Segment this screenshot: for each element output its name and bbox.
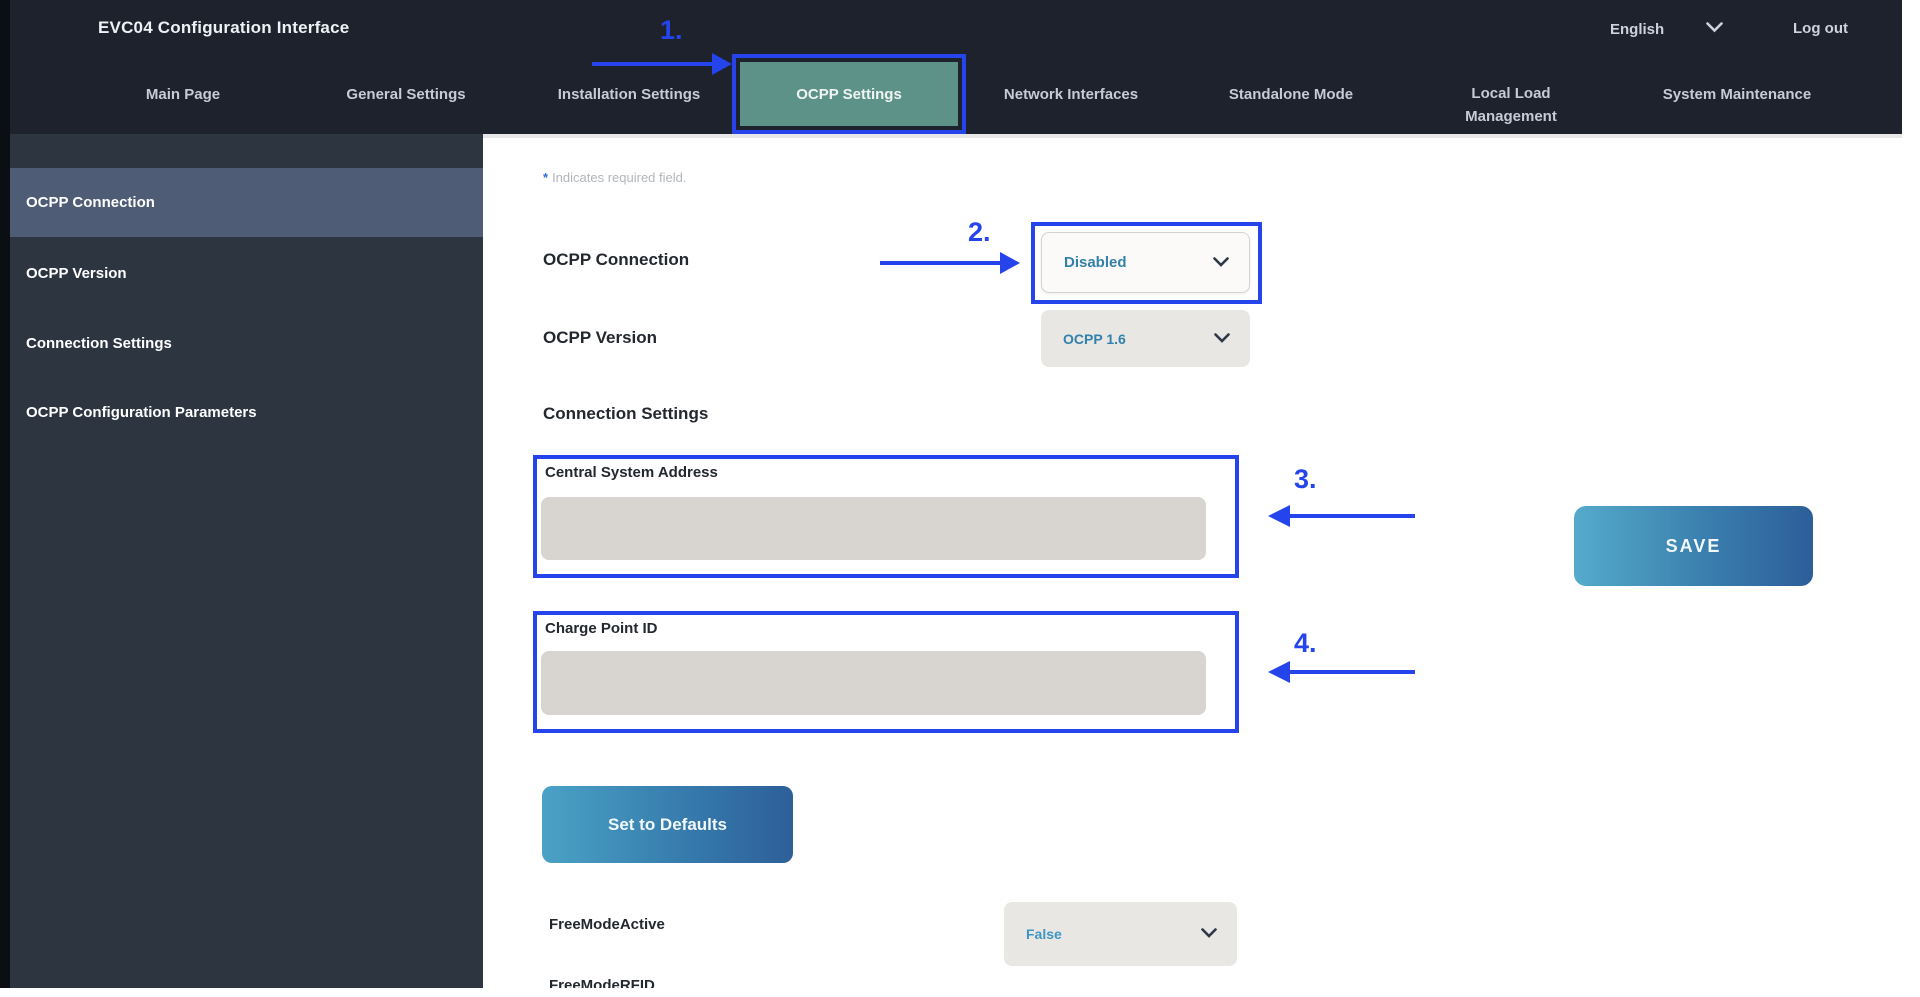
language-selector[interactable]: English xyxy=(1610,20,1723,38)
free-mode-active-select[interactable]: False xyxy=(1004,902,1237,966)
ocpp-version-value: OCPP 1.6 xyxy=(1063,330,1126,347)
app-title: EVC04 Configuration Interface xyxy=(98,18,350,37)
sidebar xyxy=(10,134,483,988)
required-asterisk: * xyxy=(543,170,549,185)
tab-standalone-mode[interactable]: Standalone Mode xyxy=(1228,86,1354,103)
charge-point-id-label: Charge Point ID xyxy=(545,620,658,637)
free-mode-active-label: FreeModeActive xyxy=(549,916,665,933)
free-mode-rfid-clipped-label: FreeModeRFID xyxy=(549,977,655,988)
tab-main-page[interactable]: Main Page xyxy=(145,86,221,103)
save-button[interactable]: SAVE xyxy=(1574,506,1813,586)
ocpp-version-label: OCPP Version xyxy=(543,328,658,347)
sidebar-item-connection-settings[interactable]: Connection Settings xyxy=(26,335,172,352)
free-mode-active-value: False xyxy=(1026,926,1062,942)
central-system-address-input[interactable] xyxy=(541,497,1206,560)
required-note-text: Indicates required field. xyxy=(552,170,687,185)
logout-button[interactable]: Log out xyxy=(1793,20,1848,37)
ocpp-connection-select[interactable]: Disabled xyxy=(1041,232,1250,293)
tab-ocpp-settings-highlight-box: OCPP Settings xyxy=(732,54,966,134)
sidebar-item-ocpp-version[interactable]: OCPP Version xyxy=(26,265,127,282)
chevron-down-icon xyxy=(1706,20,1723,38)
tab-system-maintenance[interactable]: System Maintenance xyxy=(1662,86,1812,103)
chevron-down-icon xyxy=(1201,925,1217,943)
central-system-address-label: Central System Address xyxy=(545,464,718,481)
charge-point-id-input[interactable] xyxy=(541,651,1206,715)
chevron-down-icon xyxy=(1214,330,1230,348)
ocpp-connection-value: Disabled xyxy=(1064,254,1127,271)
set-to-defaults-button[interactable]: Set to Defaults xyxy=(542,786,793,863)
tab-installation-settings[interactable]: Installation Settings xyxy=(557,86,701,103)
tab-network-interfaces[interactable]: Network Interfaces xyxy=(1003,86,1139,103)
chevron-down-icon xyxy=(1213,254,1229,272)
ocpp-connection-label: OCPP Connection xyxy=(543,250,690,269)
tab-general-settings[interactable]: General Settings xyxy=(346,86,466,103)
tab-local-load-management[interactable]: Local Load Management xyxy=(1465,85,1557,126)
tab-ocpp-settings[interactable]: OCPP Settings xyxy=(740,62,958,126)
language-label: English xyxy=(1610,20,1665,38)
content-top-seam xyxy=(483,134,1902,138)
required-field-note: *Indicates required field. xyxy=(543,170,686,185)
sidebar-item-ocpp-configuration-parameters[interactable]: OCPP Configuration Parameters xyxy=(26,404,257,421)
connection-settings-heading: Connection Settings xyxy=(543,404,709,423)
screenshot-left-edge xyxy=(0,0,10,988)
sidebar-item-ocpp-connection[interactable]: OCPP Connection xyxy=(10,168,483,237)
ocpp-version-select[interactable]: OCPP 1.6 xyxy=(1041,310,1250,367)
